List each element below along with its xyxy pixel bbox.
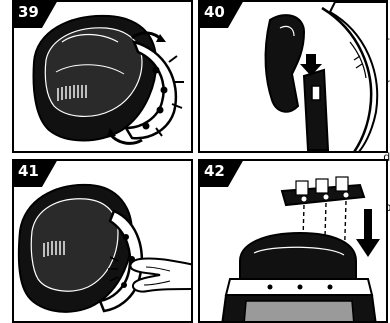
- step-number: 41: [18, 162, 39, 180]
- ring-press-illustration: [17, 183, 191, 313]
- side-text-fragment: d: [383, 150, 390, 164]
- step-panel-42: 42: [198, 159, 388, 323]
- step-number-badge: 39: [14, 2, 58, 28]
- step-number: 39: [18, 3, 39, 21]
- container-assembly-illustration: [221, 176, 380, 321]
- step-panel-41: 41: [12, 159, 193, 323]
- step-panel-40: 40: [198, 0, 388, 153]
- step-number-badge: 40: [200, 2, 244, 28]
- helmet-ring-illustration: [32, 14, 184, 145]
- step-panel-39: 39: [12, 0, 193, 153]
- step-number-badge: 41: [14, 161, 58, 187]
- step-number: 42: [204, 162, 225, 180]
- side-text-fragment: -: [386, 31, 390, 45]
- tab-insertion-illustration: [264, 2, 386, 151]
- step-number-badge: 42: [200, 161, 244, 187]
- step-number: 40: [204, 3, 225, 21]
